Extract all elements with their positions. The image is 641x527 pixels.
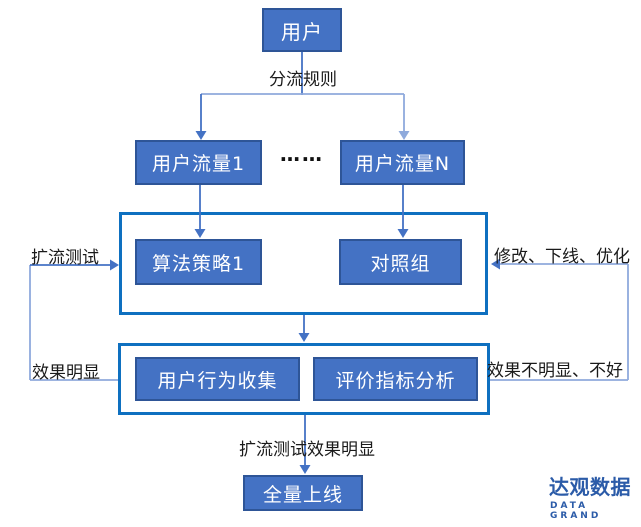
label-effect-obvious: 效果明显 (32, 363, 100, 383)
arrowhead-container2 (298, 333, 310, 342)
node-user-behavior-collection: 用户行为收集 (135, 357, 300, 401)
node-control-group: 对照组 (339, 239, 462, 285)
experiment-group-container (119, 212, 488, 315)
node-user-flow-n: 用户流量N (340, 140, 465, 185)
node-user: 用户 (262, 8, 342, 52)
logo-text-cn: 达观数据 (549, 475, 631, 499)
ellipsis-between-flows: …… (280, 142, 324, 166)
node-user-flow-1: 用户流量1 (135, 140, 262, 185)
label-modify-offline-optimize: 修改、下线、优化 (494, 247, 630, 267)
node-full-launch: 全量上线 (243, 475, 363, 511)
arrowhead-loop-left (110, 259, 119, 271)
label-effect-not-obvious: 效果不明显、不好 (487, 361, 623, 381)
label-expand-test-effect: 扩流测试效果明显 (239, 440, 375, 460)
arrowhead-control (397, 229, 409, 238)
label-expand-test: 扩流测试 (31, 248, 99, 268)
arrowhead-flowN (398, 131, 410, 140)
label-split-rule: 分流规则 (269, 70, 337, 90)
arrowhead-flow1 (195, 131, 207, 140)
analysis-group-container (118, 343, 490, 415)
node-algorithm-strategy-1: 算法策略1 (135, 239, 262, 285)
arrowhead-launch (299, 465, 311, 474)
datagrand-logo: 达观数据 DATA GRAND (549, 476, 641, 521)
logo-text-en: DATA GRAND (550, 501, 602, 521)
node-metric-analysis: 评价指标分析 (313, 357, 478, 401)
arrowhead-strategy1 (194, 229, 206, 238)
arrowhead-loop-right (491, 258, 500, 270)
